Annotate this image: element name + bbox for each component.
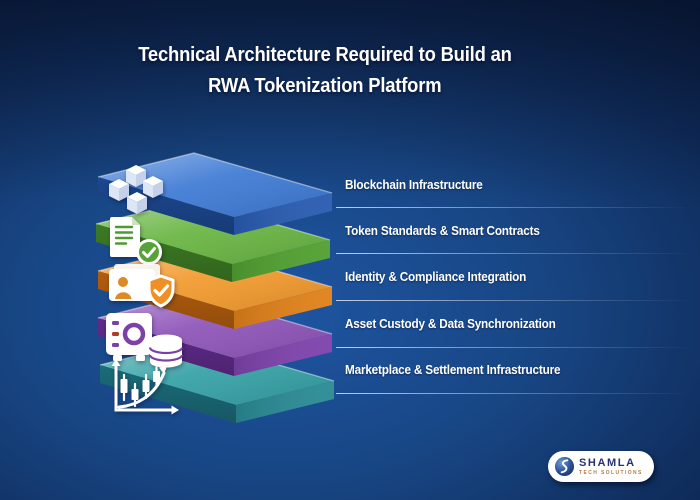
brand-logo: SHAMLA TECH SOLUTIONS [548,451,654,482]
label-divider [336,300,693,301]
label-divider [336,393,693,394]
title-line-1: Technical Architecture Required to Build… [138,44,512,66]
page-title: Technical Architecture Required to Build… [0,40,650,102]
label-divider [336,207,693,208]
title-line-2: RWA Tokenization Platform [208,75,442,97]
brand-name: SHAMLA [579,456,636,469]
layer-label-token-standards: Token Standards & Smart Contracts [345,224,540,238]
layer-label-marketplace: Marketplace & Settlement Infrastructure [345,363,561,377]
label-divider [336,347,693,348]
growth-chart-icon [111,359,179,415]
vault-database-icon [106,313,184,368]
layer-label-asset-custody: Asset Custody & Data Synchronization [345,317,556,331]
smart-contract-check-icon [110,217,162,265]
brand-tagline: TECH SOLUTIONS [579,469,643,476]
identity-card-shield-icon [109,264,175,308]
slab-blockchain-infrastructure [96,151,336,235]
label-divider [336,253,693,254]
blockchain-cubes-icon [109,165,163,214]
layer-label-blockchain: Blockchain Infrastructure [345,178,483,192]
brand-logo-icon [554,456,575,477]
layer-label-identity-compliance: Identity & Compliance Integration [345,270,527,284]
